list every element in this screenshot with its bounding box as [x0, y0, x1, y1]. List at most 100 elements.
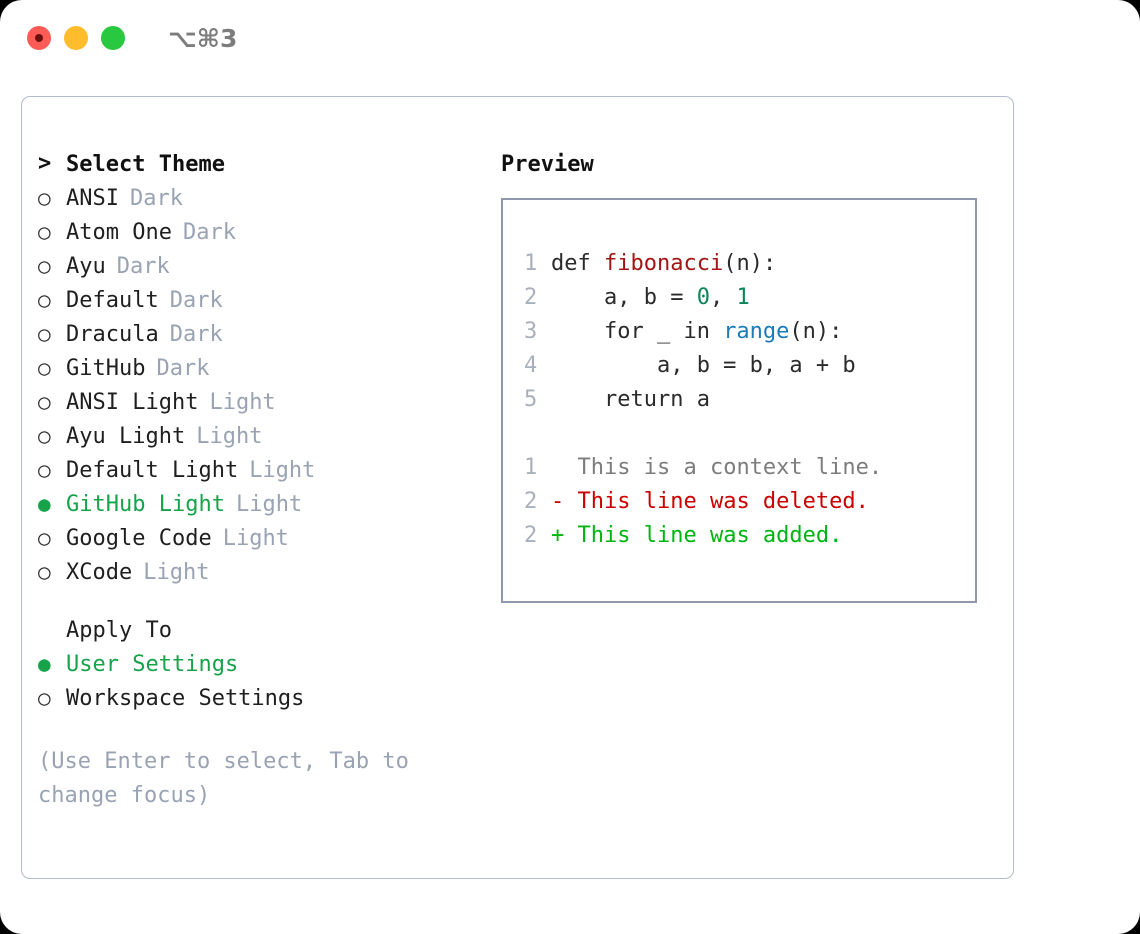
radio-unselected-icon[interactable]: ○ — [38, 389, 51, 414]
theme-variant-tag: Light — [235, 491, 303, 517]
diff-marker: + — [551, 522, 578, 548]
line-number: 5 — [524, 386, 538, 412]
theme-name: Ayu Light — [66, 423, 186, 449]
radio-unselected-icon[interactable]: ○ — [38, 287, 51, 312]
theme-name: ANSI Light — [66, 389, 199, 415]
radio-unselected-icon[interactable]: ○ — [38, 559, 51, 584]
theme-name: GitHub — [66, 355, 146, 381]
radio-unselected-icon[interactable]: ○ — [38, 457, 51, 482]
line-number: 2 — [524, 488, 538, 514]
theme-variant-tag: Light — [222, 525, 289, 551]
radio-unselected-icon[interactable]: ○ — [38, 423, 51, 448]
theme-list-item[interactable]: ○ Atom One Dark — [38, 215, 498, 249]
code-line: 5 return a — [524, 382, 975, 416]
radio-unselected-icon[interactable]: ○ — [38, 185, 51, 210]
theme-list-item[interactable]: ○ GitHub Dark — [38, 351, 498, 385]
apply-to-item[interactable]: ○ Workspace Settings — [38, 681, 498, 715]
diff-line: 2- This line was deleted. — [524, 484, 975, 518]
spacer-icon: ○ — [38, 620, 66, 641]
apply-to-item[interactable]: ● User Settings — [38, 647, 498, 681]
apply-to-label: User Settings — [66, 651, 239, 677]
diff-line: 1 This is a context line. — [524, 450, 975, 484]
code-line: 1 def fibonacci(n): — [524, 246, 975, 280]
code-sample: 1 def fibonacci(n): 2 a, b = 0, 1 3 for _ i… — [524, 246, 975, 416]
diff-marker: - — [551, 488, 578, 514]
select-theme-header: > Select Theme — [38, 147, 498, 181]
minimize-button-icon[interactable] — [64, 26, 88, 50]
code-token: a, b = — [551, 284, 697, 310]
radio-unselected-icon[interactable]: ○ — [38, 685, 51, 710]
theme-list-item[interactable]: ● GitHub Light Light — [38, 487, 498, 521]
radio-unselected-icon[interactable]: ○ — [38, 321, 51, 346]
radio-unselected-icon[interactable]: ○ — [38, 355, 51, 380]
code-line: 4 a, b = b, a + b — [524, 348, 975, 382]
code-line: 3 for _ in range(n): — [524, 314, 975, 348]
apply-to-header: ○ Apply To — [38, 613, 498, 647]
close-button-icon[interactable] — [27, 26, 51, 50]
radio-selected-icon[interactable]: ● — [38, 651, 51, 676]
theme-variant-tag: Dark — [169, 321, 223, 347]
caret-icon: > — [38, 151, 52, 176]
diff-text: This is a context line. — [577, 454, 883, 480]
line-number: 2 — [524, 284, 538, 310]
theme-variant-tag: Light — [249, 457, 316, 483]
code-token: (n): — [789, 318, 843, 344]
theme-variant-tag: Dark — [169, 287, 223, 313]
radio-unselected-icon[interactable]: ○ — [38, 525, 51, 550]
line-number: 1 — [524, 250, 538, 276]
radio-unselected-icon[interactable]: ○ — [38, 219, 51, 244]
theme-name: Default Light — [66, 457, 239, 483]
theme-name: Dracula — [66, 321, 159, 347]
line-number: 1 — [524, 454, 538, 480]
theme-variant-tag: Dark — [116, 253, 170, 279]
code-token: fibonacci — [603, 250, 724, 276]
apply-to-label: Workspace Settings — [66, 685, 305, 711]
theme-variant-tag: Dark — [182, 219, 236, 245]
theme-name: Ayu — [66, 253, 106, 279]
diff-text: This line was deleted. — [577, 488, 869, 514]
code-token: def — [551, 250, 604, 276]
theme-name: Default — [66, 287, 159, 313]
theme-list-item[interactable]: ○ Ayu Dark — [38, 249, 498, 283]
code-token: , — [709, 284, 737, 310]
theme-name: Google Code — [66, 525, 212, 551]
theme-name: GitHub Light — [66, 491, 225, 517]
diff-text: This line was added. — [577, 522, 843, 548]
theme-list-item[interactable]: ○ XCode Light — [38, 555, 498, 589]
line-number: 2 — [524, 522, 538, 548]
theme-name: XCode — [66, 559, 133, 585]
code-token: a, b = b, a + b — [551, 352, 856, 378]
diff-sample: 1 This is a context line.2- This line wa… — [524, 450, 975, 552]
maximize-button-icon[interactable] — [101, 26, 125, 50]
code-token: return a — [551, 386, 710, 412]
apply-to-title: Apply To — [66, 617, 172, 643]
keyboard-hint: (Use Enter to select, Tab to change focu… — [38, 749, 409, 808]
theme-list-item[interactable]: ○ Default Light Light — [38, 453, 498, 487]
radio-selected-icon[interactable]: ● — [38, 491, 51, 516]
code-token: for _ in — [551, 318, 724, 344]
code-token: 0 — [696, 284, 710, 310]
theme-variant-tag: Light — [143, 559, 210, 585]
diff-line: 2 + This line was added. — [524, 518, 975, 552]
theme-list-item[interactable]: ○ Default Dark — [38, 283, 498, 317]
theme-list-item[interactable]: ○ Dracula Dark — [38, 317, 498, 351]
theme-list-item[interactable]: ○ Google Code Light — [38, 521, 498, 555]
keyboard-shortcut-label: ⌥⌘3 — [168, 23, 238, 53]
window-controls — [27, 26, 125, 50]
theme-name: ANSI — [66, 185, 119, 211]
preview-title: Preview — [501, 151, 594, 177]
theme-name: Atom One — [66, 219, 172, 245]
theme-variant-tag: Dark — [156, 355, 210, 381]
code-token: (n): — [723, 250, 777, 276]
line-number: 3 — [524, 318, 538, 344]
radio-unselected-icon[interactable]: ○ — [38, 253, 51, 278]
